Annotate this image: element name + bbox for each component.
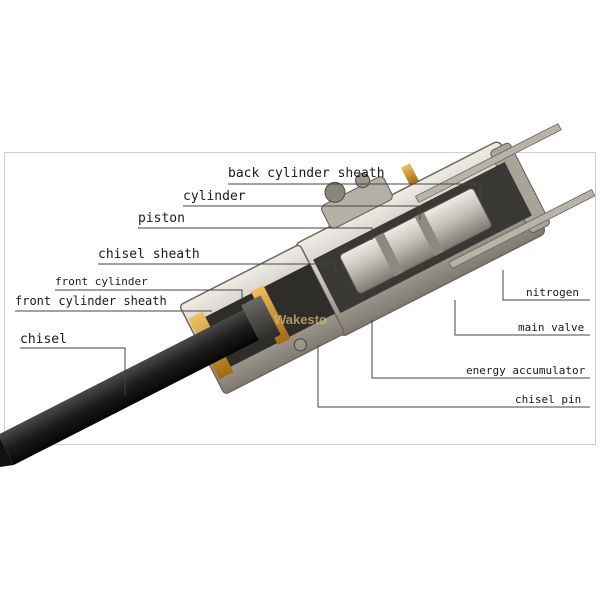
nitrogen-rod bbox=[448, 189, 596, 269]
leader-piston bbox=[138, 227, 373, 240]
leader-chisel-sheath bbox=[98, 263, 336, 272]
label-front-cylinder-sheath: front cylinder sheath bbox=[15, 294, 167, 308]
leader-chisel bbox=[20, 347, 126, 395]
label-nitrogen: nitrogen bbox=[526, 286, 579, 299]
leader-back-cylinder-sheath bbox=[228, 183, 481, 200]
nitrogen-rod bbox=[414, 123, 562, 204]
brass-fitting bbox=[400, 163, 419, 186]
leader-nitrogen bbox=[502, 270, 590, 301]
watermark-text: Wakesto bbox=[274, 312, 327, 327]
chisel-collar bbox=[241, 295, 281, 345]
piston-body bbox=[339, 188, 492, 294]
label-chisel: chisel bbox=[20, 332, 67, 347]
piston-ring bbox=[374, 232, 404, 277]
label-chisel-pin: chisel pin bbox=[515, 393, 582, 406]
label-piston: piston bbox=[138, 211, 185, 226]
valve-fitting bbox=[324, 181, 346, 203]
label-main-valve: main valve bbox=[518, 321, 585, 334]
chisel-pin-mark bbox=[293, 338, 307, 352]
leader-main-valve bbox=[454, 300, 590, 336]
leader-energy-accumulator bbox=[371, 320, 590, 379]
leader-lines bbox=[15, 183, 590, 408]
leader-front-cylinder bbox=[55, 289, 243, 300]
chisel-tip bbox=[0, 434, 14, 473]
label-front-cylinder: front cylinder bbox=[55, 275, 148, 288]
label-chisel-sheath: chisel sheath bbox=[98, 247, 200, 262]
breaker-body bbox=[0, 123, 596, 473]
chisel-shank bbox=[0, 300, 277, 465]
valve-block bbox=[321, 176, 393, 229]
leader-cylinder bbox=[183, 205, 421, 220]
leader-chisel-pin bbox=[317, 345, 590, 408]
label-cylinder: cylinder bbox=[183, 189, 246, 204]
label-energy-accumulator: energy accumulator bbox=[466, 364, 586, 377]
piston-ring bbox=[414, 212, 444, 257]
label-back-cylinder-sheath: back cylinder sheath bbox=[228, 166, 385, 181]
